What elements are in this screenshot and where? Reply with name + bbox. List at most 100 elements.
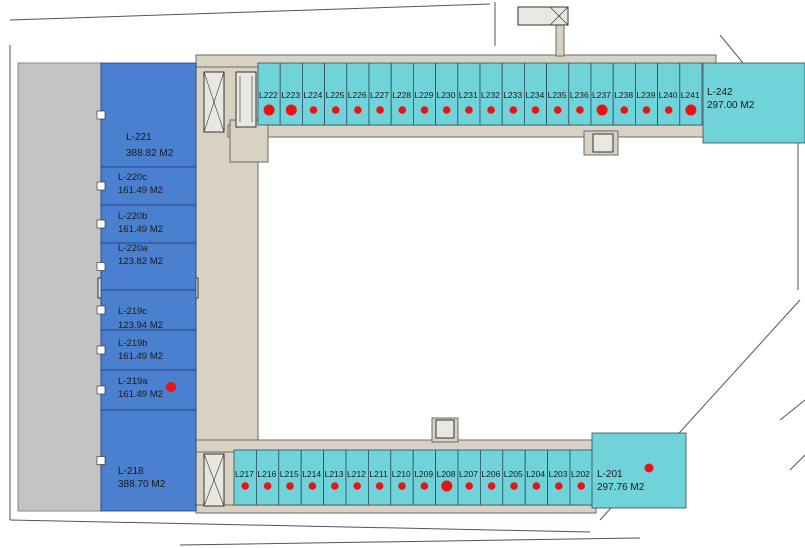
south-anchor[interactable]: L-201 297.76 M2 — [591, 432, 687, 509]
unit-id: L234 — [525, 90, 544, 100]
unit-id: L-219c — [118, 306, 147, 317]
unit-L240[interactable]: L240 — [657, 62, 681, 126]
south-anchor-area: 297.76 M2 — [597, 482, 645, 493]
sold-marker — [531, 106, 540, 114]
unit-L208[interactable]: L208 — [435, 449, 459, 506]
unit-id: L228 — [392, 90, 411, 100]
unit-id: L207 — [459, 469, 478, 479]
door-icon — [96, 219, 106, 229]
sold-marker — [487, 106, 495, 114]
door-icon — [96, 305, 106, 315]
sold-marker — [376, 106, 384, 114]
unit-L217[interactable]: L217 — [233, 449, 257, 506]
unit-L-219c[interactable]: L-219c 123.94 M2 — [96, 289, 197, 331]
unit-L226[interactable]: L226 — [346, 62, 370, 126]
unit-L229[interactable]: L229 — [412, 62, 436, 126]
unit-L236[interactable]: L236 — [568, 62, 592, 126]
sold-marker — [620, 106, 629, 114]
unit-id: L233 — [503, 90, 522, 100]
lift-core-north — [592, 133, 614, 153]
sold-marker — [577, 482, 585, 490]
sold-marker — [285, 104, 297, 116]
unit-L203[interactable]: L203 — [547, 449, 571, 506]
unit-L215[interactable]: L215 — [278, 449, 302, 506]
sold-marker — [331, 482, 339, 490]
unit-id: L209 — [414, 469, 433, 479]
unit-area: 123.94 M2 — [118, 320, 163, 331]
unit-L211[interactable]: L211 — [367, 449, 392, 506]
sold-marker — [420, 106, 429, 114]
unit-id: L235 — [548, 90, 567, 100]
unit-L205[interactable]: L205 — [502, 449, 526, 506]
unit-L238[interactable]: L238 — [612, 62, 636, 126]
unit-L233[interactable]: L233 — [501, 62, 525, 126]
unit-L206[interactable]: L206 — [479, 449, 504, 506]
sold-marker — [308, 482, 317, 490]
unit-id: L215 — [280, 469, 299, 479]
unit-L234[interactable]: L234 — [524, 62, 548, 126]
unit-L235[interactable]: L235 — [546, 62, 570, 126]
unit-id: L238 — [614, 90, 633, 100]
unit-id: L223 — [281, 90, 300, 100]
unit-id: L206 — [481, 469, 500, 479]
unit-L241[interactable]: L241 — [679, 62, 703, 126]
unit-area: 161.49 M2 — [118, 224, 163, 235]
sold-marker — [442, 106, 451, 114]
unit-id: L208 — [437, 469, 456, 479]
unit-L202[interactable]: L202 — [569, 449, 593, 506]
unit-L227[interactable]: L227 — [368, 62, 392, 126]
unit-L225[interactable]: L225 — [324, 62, 348, 126]
unit-L239[interactable]: L239 — [635, 62, 659, 126]
unit-L214[interactable]: L214 — [300, 449, 325, 506]
unit-L223[interactable]: L223 — [279, 62, 303, 126]
unit-id: L212 — [347, 469, 366, 479]
unit-id: L214 — [302, 469, 321, 479]
door-icon — [96, 345, 106, 355]
unit-id: L227 — [370, 90, 389, 100]
unit-id: L-220c — [118, 172, 147, 183]
unit-L204[interactable]: L204 — [524, 449, 549, 506]
sold-marker — [465, 482, 474, 490]
unit-L210[interactable]: L210 — [390, 449, 414, 506]
sold-marker — [596, 104, 608, 116]
unit-id: L236 — [570, 90, 589, 100]
unit-L224[interactable]: L224 — [301, 62, 325, 126]
unit-L232[interactable]: L232 — [479, 62, 503, 126]
sold-marker — [553, 106, 562, 114]
door-icon — [96, 456, 106, 465]
sold-marker — [576, 106, 584, 114]
unit-id: L225 — [326, 90, 345, 100]
unit-id: L237 — [592, 90, 611, 100]
unit-L222[interactable]: L222 — [257, 62, 281, 126]
unit-area: 161.49 M2 — [118, 389, 163, 400]
unit-L212[interactable]: L212 — [345, 449, 369, 506]
door-icon — [96, 262, 106, 271]
unit-area: 123.82 M2 — [118, 256, 163, 267]
unit-L230[interactable]: L230 — [435, 62, 459, 126]
unit-L231[interactable]: L231 — [457, 62, 481, 126]
north-anchor[interactable]: L-242 297.00 M2 — [702, 62, 805, 144]
unit-L207[interactable]: L207 — [457, 449, 481, 506]
unit-id: L203 — [549, 469, 568, 479]
sold-marker — [166, 382, 176, 392]
unit-id: L202 — [571, 469, 590, 479]
unit-L237[interactable]: L237 — [590, 62, 614, 126]
unit-L228[interactable]: L228 — [390, 62, 414, 126]
sold-marker — [263, 104, 275, 116]
unit-id: L229 — [414, 90, 433, 100]
unit-id: L226 — [348, 90, 367, 100]
site-boundary — [9, 2, 805, 546]
unit-L209[interactable]: L209 — [412, 449, 437, 506]
sold-marker — [664, 106, 673, 114]
unit-L216[interactable]: L216 — [255, 449, 280, 506]
north-anchor-area: 297.00 M2 — [707, 100, 755, 111]
unit-L213[interactable]: L213 — [323, 449, 347, 506]
